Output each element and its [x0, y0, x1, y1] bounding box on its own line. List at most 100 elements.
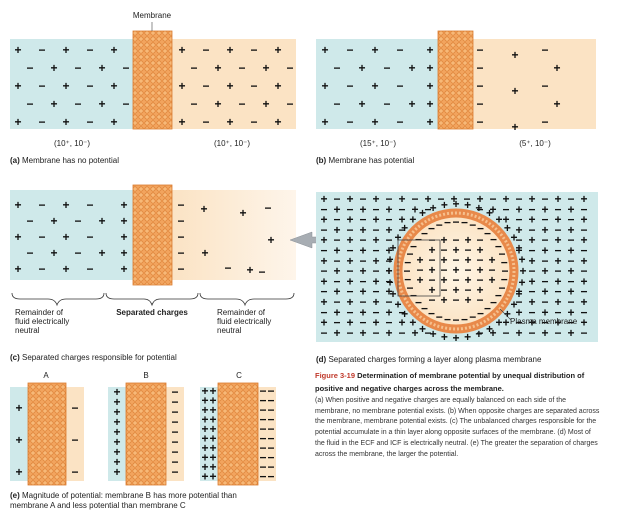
negative-charge: − — [258, 265, 265, 279]
negative-charge: − — [259, 451, 266, 465]
negative-charge: − — [554, 326, 561, 340]
positive-charge: + — [515, 244, 522, 258]
figure-number: Figure 3-19 — [315, 371, 356, 380]
panel-a-icf — [172, 39, 296, 129]
negative-charge: − — [383, 97, 390, 111]
panel-a-membrane-label: Membrane — [133, 11, 172, 20]
negative-charge: − — [567, 254, 574, 268]
negative-charge: − — [461, 216, 468, 230]
negative-charge: − — [372, 223, 379, 237]
positive-charge: + — [200, 202, 207, 216]
negative-charge: − — [74, 61, 81, 75]
panel-c-left-charges: +−+−+−+−+++−+−+−+−+++−+−+ — [14, 198, 127, 276]
positive-charge: + — [554, 316, 561, 330]
negative-charge: − — [528, 326, 535, 340]
negative-charge: − — [71, 433, 78, 447]
negative-charge: − — [415, 295, 422, 309]
positive-charge: + — [120, 262, 127, 276]
panel-b-right-charges: −+−−+−+−−+−+− — [476, 43, 560, 134]
positive-charge: + — [372, 274, 379, 288]
positive-charge: + — [385, 305, 392, 319]
positive-charge: + — [567, 305, 574, 319]
positive-charge: + — [398, 213, 405, 227]
positive-charge: + — [320, 274, 327, 288]
positive-charge: + — [14, 230, 21, 244]
negative-charge: − — [86, 115, 93, 129]
positive-charge: + — [541, 326, 548, 340]
positive-charge: + — [385, 264, 392, 278]
positive-charge: + — [14, 262, 21, 276]
negative-charge: − — [38, 79, 45, 93]
positive-charge: + — [515, 305, 522, 319]
negative-charge: − — [502, 202, 509, 216]
positive-charge: + — [567, 326, 574, 340]
negative-charge: − — [250, 79, 257, 93]
negative-charge: − — [567, 192, 574, 206]
negative-charge: − — [477, 222, 484, 236]
negative-charge: − — [580, 285, 587, 299]
positive-charge: + — [440, 253, 447, 267]
negative-charge: − — [515, 316, 522, 330]
negative-charge: − — [71, 465, 78, 479]
negative-charge: − — [122, 61, 129, 75]
negative-charge: − — [410, 240, 417, 254]
positive-charge: + — [120, 214, 127, 228]
negative-charge: − — [346, 43, 353, 57]
positive-charge: + — [98, 97, 105, 111]
positive-charge: + — [398, 192, 405, 206]
negative-charge: − — [86, 230, 93, 244]
negative-charge: − — [333, 192, 340, 206]
negative-charge: − — [567, 295, 574, 309]
positive-charge: + — [346, 316, 353, 330]
positive-charge: + — [409, 315, 416, 329]
negative-charge: − — [396, 43, 403, 57]
negative-charge: − — [452, 215, 459, 229]
positive-charge: + — [113, 455, 120, 469]
positive-charge: + — [346, 295, 353, 309]
positive-charge: + — [226, 43, 233, 57]
negative-charge: − — [541, 43, 548, 57]
negative-charge: − — [476, 43, 483, 57]
negative-charge: − — [476, 202, 483, 216]
negative-charge: − — [385, 295, 392, 309]
negative-charge: − — [580, 202, 587, 216]
negative-charge: − — [440, 263, 447, 277]
negative-charge: − — [437, 192, 444, 206]
negative-charge: − — [238, 97, 245, 111]
negative-charge: − — [333, 61, 340, 75]
panel-e-caption-line2: membrane A and less potential than membr… — [10, 501, 186, 510]
panel-e-a-ecf — [10, 387, 28, 481]
positive-charge: + — [110, 79, 117, 93]
negative-charge: − — [554, 202, 561, 216]
positive-charge: + — [553, 61, 560, 75]
negative-charge: − — [202, 43, 209, 57]
positive-charge: + — [511, 298, 518, 312]
positive-charge: + — [554, 213, 561, 227]
negative-charge: − — [528, 244, 535, 258]
negative-charge: − — [428, 293, 435, 307]
positive-charge: + — [178, 115, 185, 129]
positive-charge: + — [428, 263, 435, 277]
positive-charge: + — [50, 61, 57, 75]
negative-charge: − — [428, 306, 435, 320]
negative-charge: − — [359, 213, 366, 227]
negative-charge: − — [396, 79, 403, 93]
negative-charge: − — [38, 115, 45, 129]
positive-charge: + — [246, 263, 253, 277]
positive-charge: + — [486, 322, 493, 336]
negative-charge: − — [501, 264, 508, 278]
negative-charge: − — [259, 403, 266, 417]
positive-charge: + — [580, 295, 587, 309]
positive-charge: + — [419, 322, 426, 336]
negative-charge: − — [490, 295, 497, 309]
positive-charge: + — [113, 465, 120, 479]
positive-charge: + — [387, 252, 394, 266]
negative-charge: − — [416, 263, 423, 277]
negative-charge: − — [501, 273, 508, 287]
positive-charge: + — [98, 214, 105, 228]
negative-charge: − — [567, 233, 574, 247]
positive-charge: + — [209, 441, 216, 455]
positive-charge: + — [511, 84, 518, 98]
positive-charge: + — [488, 273, 495, 287]
negative-charge: − — [541, 192, 548, 206]
